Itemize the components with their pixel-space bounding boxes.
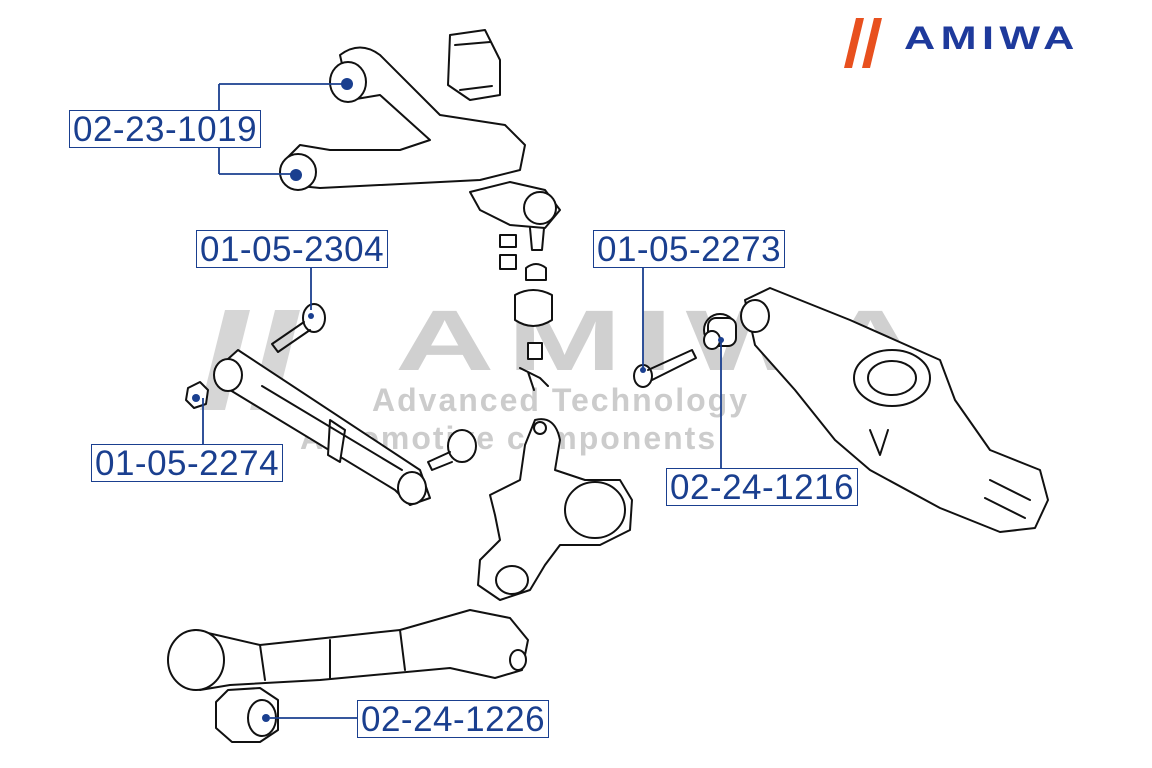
brand-slashes-icon <box>844 18 882 68</box>
bolt-center <box>427 429 477 471</box>
label-trailing-arm-bushing: 02-24-1226 <box>357 700 550 739</box>
label-upper-arm-bushing: 02-23-1019 <box>69 110 262 149</box>
knuckle <box>477 418 633 601</box>
leader-dots <box>192 78 724 722</box>
bushing-right <box>703 313 737 350</box>
lower-control-arm <box>740 287 1049 533</box>
label-bolt-upper-left: 01-05-2304 <box>196 230 389 269</box>
lateral-link <box>213 349 431 506</box>
label-nut-left: 01-05-2274 <box>91 444 284 483</box>
bolt-left-upper <box>271 303 326 353</box>
brand-name: AMIWA <box>904 20 1080 56</box>
trailing-arm <box>167 609 529 691</box>
trailing-arm-bushing <box>215 687 279 743</box>
upper-control-arm <box>279 29 561 251</box>
center-small-parts <box>499 234 553 391</box>
label-lower-arm-bushing: 02-24-1216 <box>666 468 859 507</box>
watermark-line1: Advanced Technology <box>372 382 750 418</box>
brand-logo: AMIWA <box>842 14 1132 70</box>
label-bolt-upper-right: 01-05-2273 <box>593 230 786 269</box>
